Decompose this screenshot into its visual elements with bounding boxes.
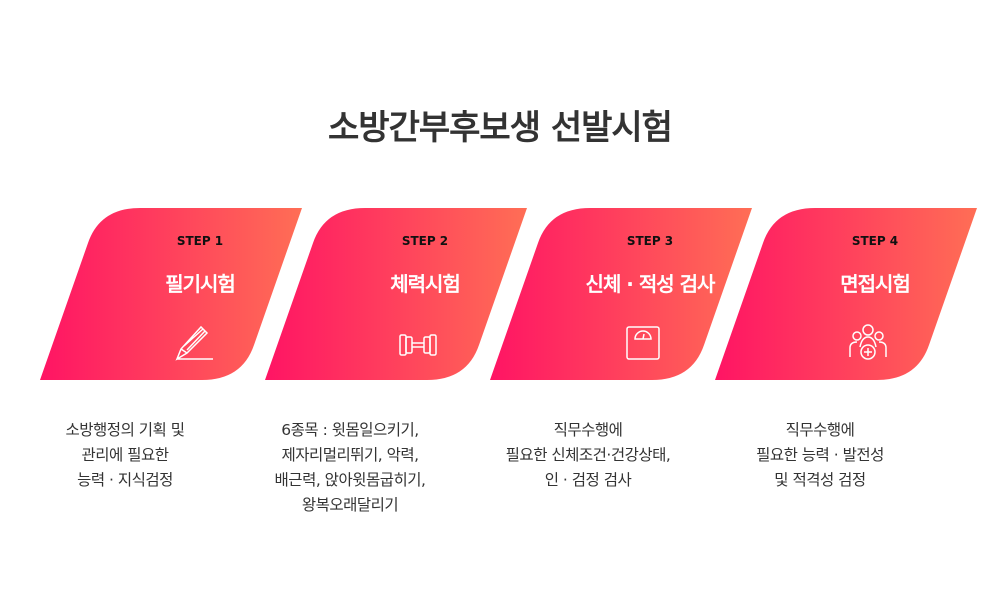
step-title: 면접시험 [840,272,911,296]
card-shape [715,208,977,380]
step-description-2: 6종목 : 윗몸일으키기, 제자리멀리뛰기, 악력, 배근력, 앉아윗몸굽히기, 왕복… [240,418,460,518]
desc-line: 능력 · 지식검정 [77,471,173,489]
step-card-1: STEP 1 필기시험 [40,208,302,380]
step-card-3: STEP 3 신체 · 적성 검사 [490,208,752,380]
step-label: STEP 1 [176,234,224,248]
desc-line: 필요한 능력 · 발전성 [756,446,884,464]
step-title: 체력시험 [390,272,461,296]
card-shape [265,208,527,380]
desc-line: 6종목 : 윗몸일으키기, [281,421,419,439]
people-icon [849,324,887,360]
card-shape [490,208,752,380]
desc-line: 필요한 신체조건·건강상태, [505,446,671,464]
desc-line: 직무수행에 [785,421,855,439]
desc-line: 직무수행에 [553,421,623,439]
card-shape [40,208,302,380]
step-title: 신체 · 적성 검사 [585,272,716,296]
desc-line: 소방행정의 기획 및 [65,421,185,439]
step-label: STEP 3 [626,234,674,248]
desc-line: 제자리멀리뛰기, 악력, [281,446,419,464]
desc-line: 배근력, 앉아윗몸굽히기, [274,471,426,489]
desc-line: 왕복오래달리기 [301,496,399,514]
desc-line: 인 · 검정 검사 [544,471,632,489]
step-card-2: STEP 2 체력시험 [265,208,527,380]
dumbbell-icon [399,334,437,356]
desc-line: 및 적격성 검정 [774,471,866,489]
pencil-icon [175,325,213,361]
desc-line: 관리에 필요한 [81,446,170,464]
page-title: 소방간부후보생 선발시험 [328,108,673,148]
step-card-4: STEP 4 면접시험 [715,208,977,380]
scale-icon [626,326,660,360]
step-title: 필기시험 [165,272,236,296]
step-label: STEP 2 [401,234,449,248]
step-label: STEP 4 [851,234,899,248]
